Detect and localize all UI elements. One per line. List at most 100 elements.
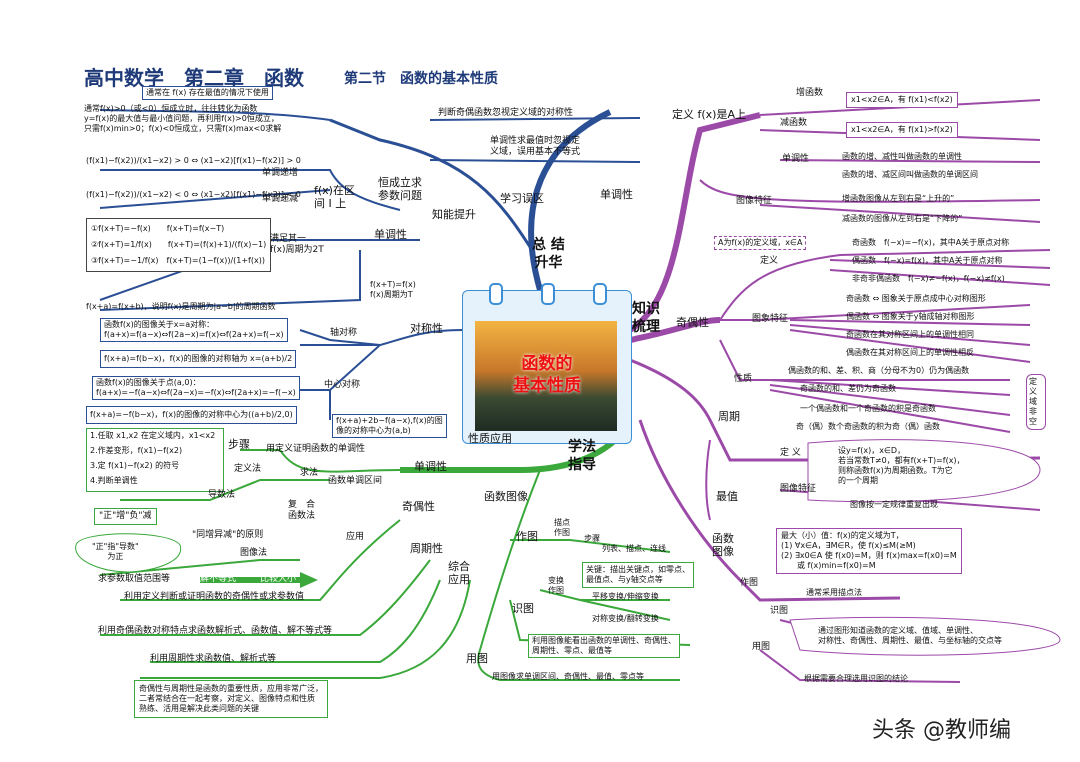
interval-label: f(x)在区 间 I 上 [314, 184, 355, 210]
inc-func: 增函数 [796, 88, 824, 98]
use-text-k: 根据需要合理选用识图的结论 [804, 674, 908, 683]
node-func-graph-method: 函数图像 [484, 490, 528, 503]
node-comprehensive: 综合 应用 [448, 560, 470, 586]
node-steps: 步骤 [228, 438, 250, 451]
watermark: 头条 @教师编 [872, 718, 1011, 743]
increasing-formula: (f(x1)−f(x2))/(x1−x2) > 0 ⇔ (x1−x2)[f(x1… [86, 156, 301, 165]
step-item: 4.判断单调性 [90, 476, 138, 485]
mono-label: 单调性 [782, 154, 810, 164]
node-constant-hold: 恒成立求 参数问题 [378, 176, 422, 202]
transform-draw: 变换 作图 [548, 576, 564, 595]
mono-2: 函数的增、减区间叫做函数的单调区间 [842, 170, 978, 179]
period-box: ①f(x+T)=−f(x) f(x+T)=f(x−T) ②f(x+T)=1/f(… [86, 218, 272, 272]
period-gf: 图像按一定规律重复出现 [850, 500, 938, 509]
same-inc-rule: "同增异减"的原则 [192, 530, 264, 540]
use-text: 用图像求单调区间、奇偶性、最值、零点等 [492, 672, 644, 681]
period-condition: 满足其一 f(x)周期为2T [270, 234, 324, 255]
page-subtitle: 第二节 函数的基本性质 [344, 71, 498, 87]
compare-size: 比较大小 [260, 574, 297, 584]
period-def: 设y=f(x)，x∈D， 若当常数T≠0，都有f(x+T)=f(x)， 则称函数… [838, 446, 965, 485]
mono-1: 函数的增、减性叫做函数的单调性 [842, 152, 962, 161]
apply: 应用 [346, 532, 365, 542]
parity-use: 利用定义判断或证明函数的奇偶性或求参数值 [124, 592, 305, 602]
graph-feature-2: 图象特征 [752, 314, 789, 324]
dec-box: x1<x2∈A，有 f(x1)>f(x2) [846, 122, 958, 138]
draw-k: 作图 [740, 578, 759, 588]
props-label: 性质 [734, 374, 753, 384]
center-box-1: 函数f(x)的图像关于点(a,0)： f(a+x)=−f(a−x)⇔f(2a−x… [92, 376, 300, 400]
rule-box: "正"增"负"减 [94, 508, 157, 525]
node-period-method: 周期性 [410, 542, 443, 555]
node-monotonic-knowledge: 单调性 [600, 188, 633, 201]
node-func-graph-knowledge: 函数 图像 [712, 532, 734, 558]
pp-1: 偶函数的和、差、积、商（分母不为0）仍为偶函数 [788, 366, 970, 375]
range-param: 求参数取值范围等 [98, 574, 171, 584]
node-draw: 作图 [516, 530, 538, 543]
odd-def: 奇函数 f(−x)=−f(x)，其中A关于原点对称 [852, 238, 1010, 247]
translate: 平移变换/伸缩变换 [592, 592, 659, 601]
recog-k: 识图 [770, 606, 789, 616]
node-parity-method: 奇偶性 [402, 500, 435, 513]
step-item: 2.作差变形，f(x1)−f(x2) [90, 446, 183, 455]
landscape-photo [475, 321, 617, 431]
def-parity: 定义 [760, 256, 779, 266]
center-calendar: 函数的 基本性质 [462, 283, 632, 444]
find-method: 求法 [300, 468, 319, 478]
inc-box: x1<x2∈A，有 f(x1)<f(x2) [846, 92, 958, 108]
calendar-ring-icon [489, 283, 503, 305]
gf-2: 减函数的图像从左到右是“下降的” [842, 214, 963, 223]
calendar-ring-icon [593, 283, 607, 305]
constant-note: 通常在 f(x) 存在最值的情况下使用 [142, 86, 273, 100]
domain-note: A为f(x)的定义域，x∈A [714, 236, 807, 250]
steps-2: 步骤 [584, 534, 600, 543]
step-item: 1.任取 x1,x2 在定义域内，x1<x2 [90, 431, 216, 440]
center-box-2: f(x+a)=−f(b−x)，f(x)的图像的对称中心为((a+b)/2,0) [86, 406, 297, 424]
steps-2-text: 列表、描点、连线 [602, 544, 666, 553]
increasing-label: 单调递增 [262, 168, 299, 178]
pp-3: 一个偶函数和一个奇函数的积是奇函数 [800, 404, 936, 413]
axis-box-1: 函数f(x)的图像关于x=a对称： f(a+x)=f(a−x)⇔f(2a−x)=… [100, 318, 288, 342]
node-learning-pitfalls: 学习误区 [500, 192, 544, 205]
node-monotonic-summary: 单调性 [374, 228, 407, 241]
prove-monotonic: 用定义证明函数的单调性 [266, 444, 366, 454]
decreasing-formula: (f(x1)−f(x2))/(x1−x2) < 0 ⇔ (x1−x2)[f(x1… [86, 190, 301, 199]
pitfall-2: 单调性求最值时忽视定 义域，误用基本不等式 [490, 136, 581, 157]
hub-summary: 总 结 升华 [532, 237, 565, 271]
node-knowledge-up: 知能提升 [432, 208, 476, 221]
center-symmetry: 中心对称 [324, 380, 361, 390]
node-symmetry: 对称性 [410, 322, 443, 335]
inequality: 解不等式 [200, 574, 237, 584]
node-monotonic-method: 单调性 [414, 460, 447, 473]
trace-draw: 描点 作图 [554, 518, 570, 537]
center-title: 函数的 基本性质 [513, 354, 581, 396]
decreasing-label: 单调递减 [262, 194, 299, 204]
sym-trans: 对称变换/翻转变换 [592, 614, 659, 623]
def-method: 定义法 [234, 464, 262, 474]
step-item: 3.定 f(x1)−f(x2) 的符号 [90, 461, 180, 470]
period-use: 利用周期性求函数值、解析式等 [150, 654, 277, 664]
comprehensive-box: 奇偶性与周期性是函数的重要性质，应用非常广泛， 二者常结合在一起考察，对定义、图… [134, 680, 328, 718]
pf-3: 奇函数在其对称区间上的单调性相同 [846, 330, 974, 339]
extreme-box: 最大（小）值：f(x)的定义域为T， (1) ∀x∈A，∃M∈R，使 f(x)≤… [776, 528, 962, 574]
node-extreme: 最值 [716, 490, 738, 503]
pp-4: 奇（偶）数个奇函数的积为奇（偶）函数 [796, 422, 940, 431]
draw-text: 通常采用描点法 [806, 588, 862, 597]
pitfall-1: 判断奇偶函数忽视定义域的对称性 [438, 108, 574, 118]
hub-knowledge: 知识 梳理 [632, 301, 660, 335]
period-ab: f(x+a)=f(x+b)，说明f(x)是周期为|a−b|的周期函数 [86, 302, 276, 311]
calendar-ring-icon [541, 283, 555, 305]
graph-feature-1: 图像特征 [736, 196, 773, 206]
pf-4: 偶函数在其对称区间上的单调性相反 [846, 348, 974, 357]
axis-box-2: f(x+a)=f(b−x)，f(x)的图像的对称轴为 x=(a+b)/2 [100, 350, 297, 368]
neither-def: 非奇非偶函数 f(−x)≠−f(x)，f(−x)≠f(x) [852, 274, 1005, 283]
pp-2: 奇函数的和、差仍为奇函数 [800, 384, 896, 393]
odd-axis-use: 利用奇偶函数对称特点求函数解析式、函数值、解不等式等 [98, 626, 333, 636]
pf-1: 奇函数 ⇔ 图象关于原点成中心对称图形 [846, 294, 986, 303]
use-k: 用图 [752, 642, 771, 652]
constant-text: 通常f(x)>0（或<0）恒成立时，往往转化为函数 y=f(x)的最大值与最小值… [84, 104, 282, 133]
period-T: f(x+T)=f(x) f(x)周期为T [370, 280, 416, 299]
graph-feature-3: 图像特征 [780, 484, 817, 494]
node-property-app: 性质应用 [468, 432, 512, 445]
